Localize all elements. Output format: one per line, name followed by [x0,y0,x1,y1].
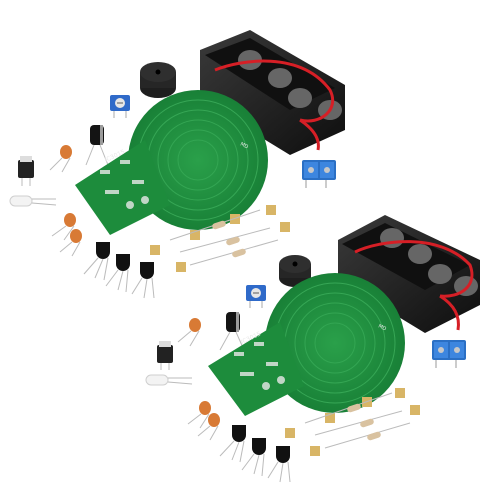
transistor [105,254,130,293]
terminal-block [302,160,336,188]
resistor [314,410,403,436]
resistor [324,422,411,449]
ceramic-capacitor [187,401,211,429]
kit-2: IC3015 MD [145,215,480,483]
resistor [189,239,279,266]
buzzer [140,62,176,98]
push-switch [157,341,173,370]
copper-pad [150,205,290,272]
transistor [83,242,110,281]
led [9,195,57,207]
led [145,374,193,386]
ceramic-capacitor [59,229,82,257]
push-switch [18,156,34,186]
resistor [304,392,393,424]
potentiometer [246,285,266,308]
resistor [169,209,261,241]
pcb-board: IC3015 MD [208,273,405,416]
pcb-board: IC3015 MD [75,90,268,235]
pcb-silk-label: MD [377,323,387,332]
potentiometer [110,95,130,118]
kit-1: IC3015 MD [9,30,345,299]
ceramic-capacitor [49,145,72,173]
resistor [179,227,271,253]
transistor [267,446,291,483]
ceramic-capacitor [177,318,201,347]
transistor [241,438,266,477]
ceramic-capacitor [51,213,76,241]
electrolytic-capacitor [85,125,109,166]
transistor [219,425,246,463]
battery-holder [200,30,345,155]
battery-holder [338,215,480,333]
ceramic-capacitor [197,413,220,441]
pcb-silk-label: MD [239,141,249,150]
electrolytic-capacitor [219,312,245,351]
transistor [131,262,155,299]
terminal-block [432,340,466,368]
